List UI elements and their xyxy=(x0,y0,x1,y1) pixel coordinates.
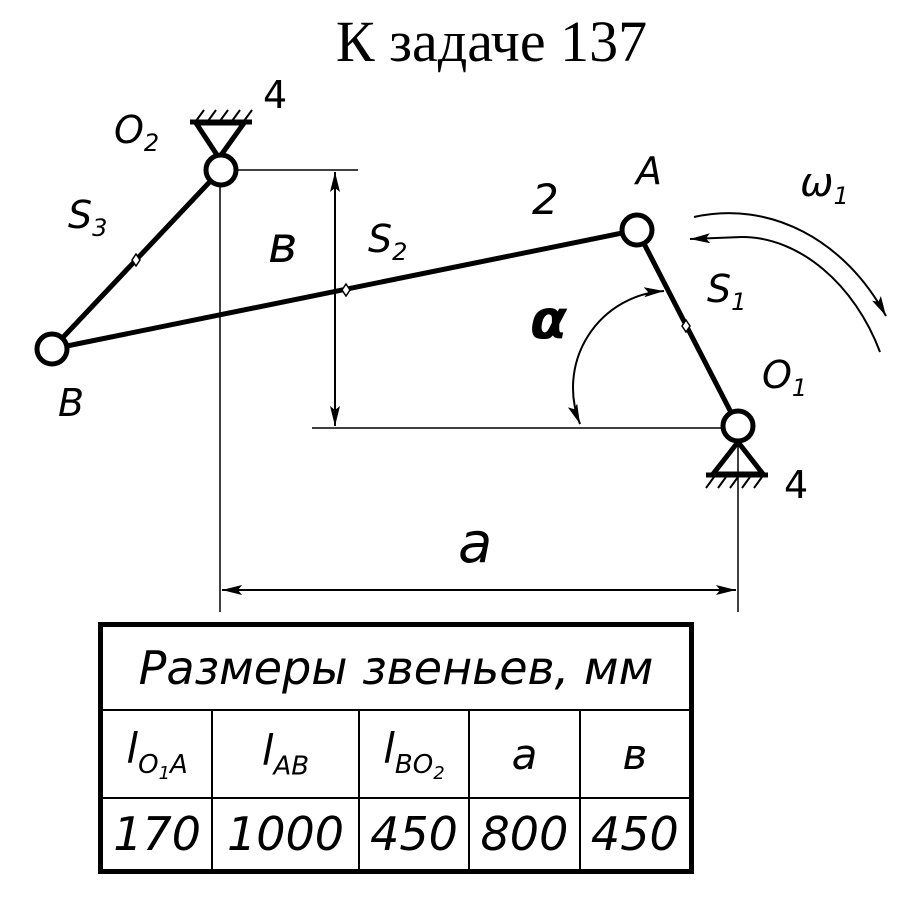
value-l-bo2: 450 xyxy=(357,797,471,869)
label-b-point: B xyxy=(58,381,84,425)
label-omega: ω1 xyxy=(800,160,849,210)
joint-b xyxy=(34,331,70,367)
ground-support-o1 xyxy=(705,439,768,489)
label-s2: S2 xyxy=(368,217,407,266)
header-l-bo2: lBO2 xyxy=(357,709,471,799)
label-o1: O1 xyxy=(762,353,807,402)
link-dimensions-table: Размеры звеньев, мм lO1A lAB lBO2 a в 17… xyxy=(98,622,694,874)
label-dim-b: в xyxy=(268,216,297,274)
figure-title: К задаче 137 xyxy=(335,9,648,74)
ground-support-o2 xyxy=(190,109,253,161)
alpha-angle-arc xyxy=(567,287,665,425)
table-caption: Размеры звеньев, мм xyxy=(103,627,689,711)
header-b: в xyxy=(578,709,689,799)
value-b: 450 xyxy=(578,797,689,869)
value-a: 800 xyxy=(468,797,581,869)
header-a: a xyxy=(468,709,581,799)
joint-o1 xyxy=(720,408,756,444)
header-l-o1a: lO1A xyxy=(103,709,214,799)
s3-mark xyxy=(131,252,141,268)
table-header-row: lO1A lAB lBO2 a в xyxy=(103,709,689,799)
joints xyxy=(34,152,756,444)
label-s1: S1 xyxy=(707,267,746,316)
mechanism-links xyxy=(50,170,741,428)
s1-mark xyxy=(681,318,691,334)
label-ground-o1: 4 xyxy=(784,463,808,507)
label-link-2: 2 xyxy=(532,175,559,224)
label-a-point: A xyxy=(633,149,662,193)
dimension-lines xyxy=(219,169,739,612)
header-l-ab: lAB xyxy=(211,709,360,799)
label-dim-a: a xyxy=(458,511,492,576)
label-o2: O2 xyxy=(114,108,159,157)
joint-a xyxy=(619,212,655,248)
label-s3: S3 xyxy=(68,193,107,242)
label-alpha: α xyxy=(530,288,568,351)
center-of-mass-marks xyxy=(131,252,691,334)
omega-arrow-icon xyxy=(689,212,887,353)
label-ground-o2: 4 xyxy=(263,73,287,117)
value-l-o1a: 170 xyxy=(103,797,214,869)
table-values-row: 170 1000 450 800 450 xyxy=(103,797,689,869)
joint-o2 xyxy=(203,152,239,188)
value-l-ab: 1000 xyxy=(211,797,360,869)
s2-mark xyxy=(341,282,351,298)
